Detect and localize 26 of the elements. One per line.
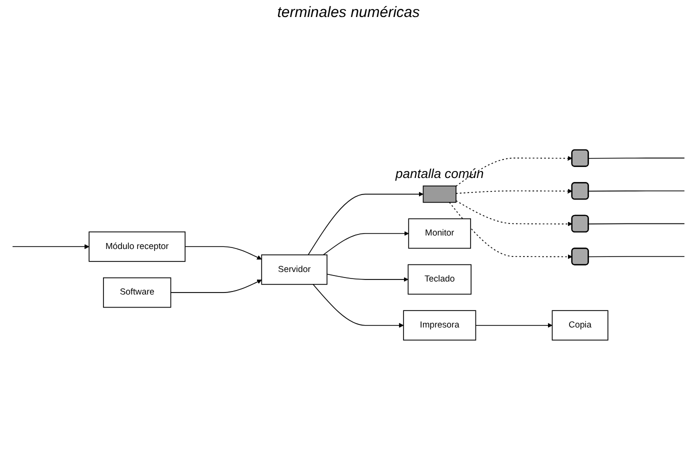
arrow — [449, 202, 572, 260]
arrow — [308, 192, 424, 256]
arrow — [475, 322, 552, 328]
node-box: Módulo receptor — [88, 231, 186, 262]
arrow — [326, 274, 408, 282]
arrow — [170, 280, 262, 293]
heading-label: terminales numéricas — [277, 4, 420, 21]
node-box: Copia — [552, 310, 608, 341]
arrow — [12, 244, 90, 250]
arrow — [322, 231, 409, 256]
node-bar — [422, 186, 456, 203]
connector — [588, 190, 685, 192]
arrow — [312, 284, 404, 328]
node-box: Impresora — [403, 310, 476, 341]
connector — [588, 223, 685, 224]
screen-caption: pantalla común — [396, 166, 484, 181]
connector — [588, 158, 685, 159]
arrow — [184, 246, 262, 260]
arrow — [456, 200, 572, 226]
connector — [588, 256, 685, 258]
node-box: Servidor — [261, 254, 328, 285]
node-box: Software — [103, 277, 172, 308]
arrow — [456, 188, 572, 194]
node-box: Teclado — [408, 264, 472, 295]
node-box: Monitor — [408, 218, 472, 249]
arrow — [456, 156, 572, 187]
